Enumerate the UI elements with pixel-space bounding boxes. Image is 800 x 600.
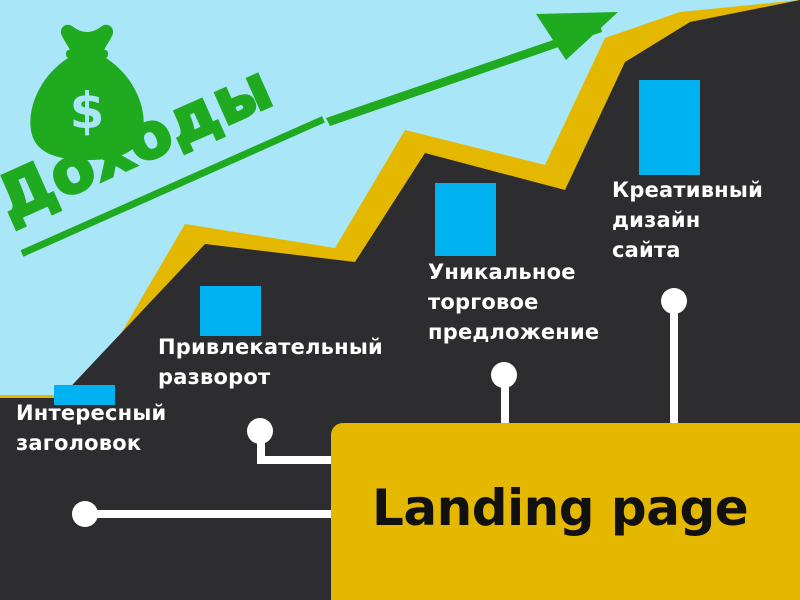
step-3-label: Уникальное торговое предложение	[428, 257, 599, 347]
money-bag-icon: $	[30, 24, 144, 160]
step-3-line-2: торговое	[428, 290, 539, 314]
step-3-line-1: Уникальное	[428, 260, 576, 284]
step-2-label: Привлекательный разворот	[158, 332, 383, 392]
connector-4	[670, 300, 678, 426]
connector-2-horizontal	[257, 456, 334, 464]
landing-page-box	[331, 423, 800, 600]
step-3-line-3: предложение	[428, 320, 600, 344]
step-1-marker	[54, 385, 115, 405]
step-2-node	[247, 418, 273, 444]
step-4-line-1: Креативный	[612, 178, 763, 202]
connector-3	[501, 375, 509, 427]
step-2-line-2: разворот	[158, 365, 271, 389]
step-1-node	[72, 501, 98, 527]
landing-page-label: Landing page	[372, 479, 749, 537]
step-1-label: Интересный заголовок	[16, 398, 166, 458]
step-3-marker	[435, 183, 496, 256]
step-2-marker	[200, 286, 261, 336]
step-4-line-3: сайта	[612, 238, 681, 262]
connector-2-vertical	[257, 430, 265, 464]
connector-1	[84, 510, 334, 518]
dollar-icon: $	[70, 82, 105, 140]
step-4-line-2: дизайн	[612, 208, 701, 232]
step-1-line-1: Интересный	[16, 401, 167, 425]
step-2-line-1: Привлекательный	[158, 335, 383, 359]
step-4-marker	[639, 80, 700, 175]
step-1-line-2: заголовок	[16, 431, 142, 455]
step-3-node	[491, 362, 517, 388]
growth-arrow-icon	[326, 12, 618, 126]
step-4-label: Креативный дизайн сайта	[612, 175, 763, 265]
step-4-node	[661, 288, 687, 314]
